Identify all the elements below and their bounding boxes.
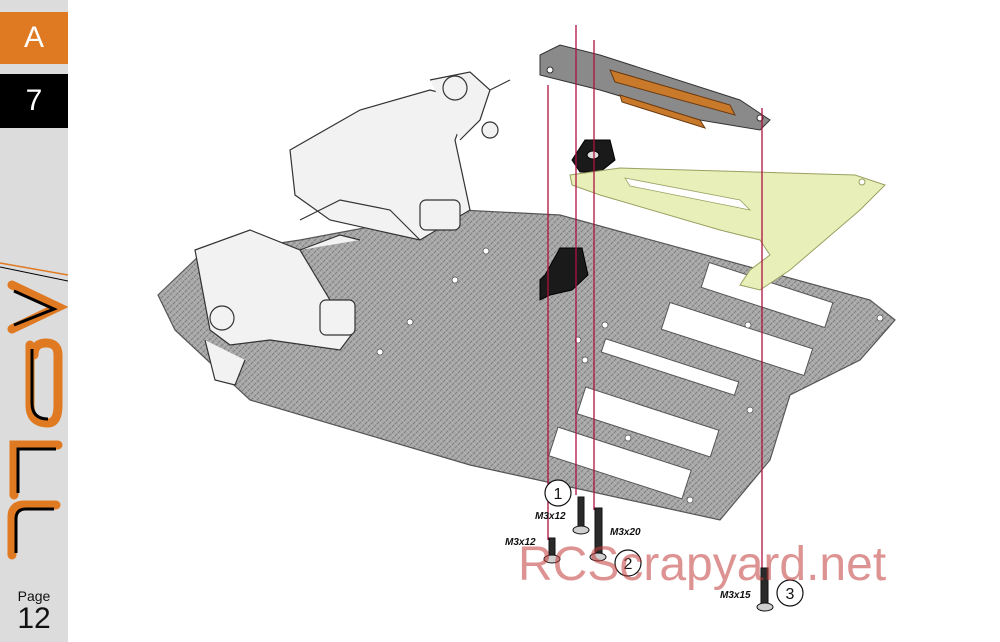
callout-2: 2 — [614, 549, 642, 577]
page-label: Page — [17, 588, 51, 604]
callout-3: 3 — [776, 579, 804, 607]
callout-1-number: 1 — [554, 486, 563, 503]
screw-label-2: M3x20 — [610, 527, 641, 538]
brand-logo — [0, 262, 68, 560]
step-badge: 7 — [0, 74, 68, 128]
callout-2-number: 2 — [624, 556, 633, 573]
screw-label-1a: M3x12 — [535, 511, 566, 522]
section-badge: A — [0, 12, 68, 64]
sidebar: A 7 Page 12 — [0, 0, 68, 642]
assembly-diagram: M3x12 M3x12 M3x20 M3x15 1 2 3 RCScrapyar… — [157, 25, 896, 612]
top-deck-brace — [569, 167, 886, 291]
chassis-plate — [157, 209, 896, 521]
callout-1: 1 — [544, 479, 572, 507]
callout-3-number: 3 — [786, 586, 795, 603]
guide-lines — [547, 25, 763, 570]
watermark: RCScrapyard.net — [518, 538, 886, 591]
screw-label-3: M3x15 — [720, 590, 751, 601]
screw-icon — [543, 496, 774, 612]
front-suspension — [194, 71, 511, 386]
page-number: 12 — [17, 602, 51, 635]
screw-label-1b: M3x12 — [505, 537, 536, 548]
steering-bridge — [539, 44, 771, 131]
